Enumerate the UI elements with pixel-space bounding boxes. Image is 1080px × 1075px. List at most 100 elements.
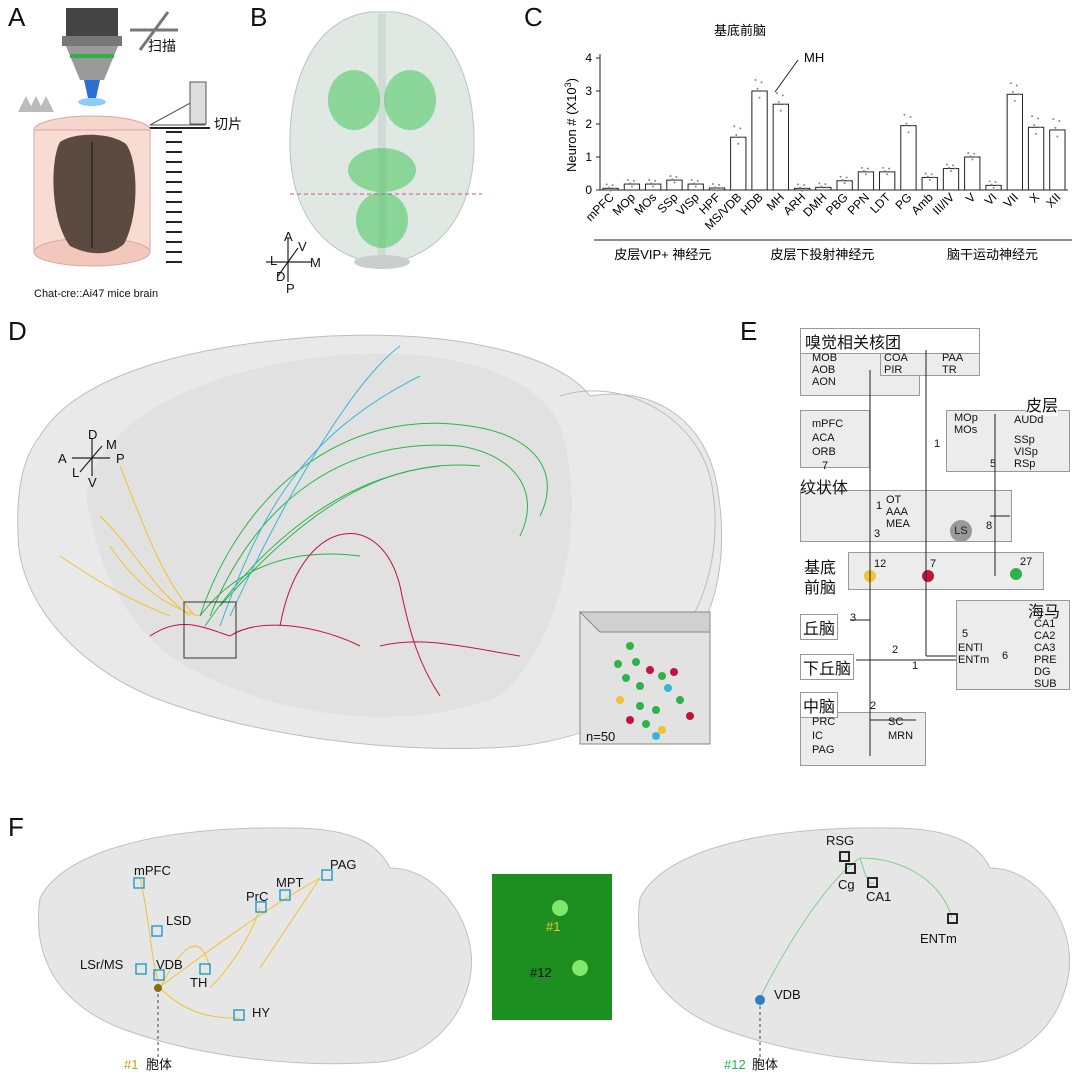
bar-point <box>648 179 651 182</box>
axis-d-d: D <box>88 427 98 442</box>
bar-point <box>886 173 889 176</box>
bar-point <box>818 182 821 185</box>
ls-node: LS <box>950 520 972 542</box>
striatum-title: 纹状体 <box>800 480 849 497</box>
bar-point <box>868 170 871 173</box>
x-tick-label: PPN <box>845 190 872 217</box>
bar-point <box>762 90 765 92</box>
hip-ent1: ENTm <box>958 654 990 666</box>
bar <box>964 156 981 191</box>
bar-point <box>950 169 952 172</box>
f-right-num: #12 <box>724 1057 746 1072</box>
axis-a-label: A <box>284 229 293 244</box>
bar-point <box>632 179 635 182</box>
hippo-box <box>956 600 1070 690</box>
bar-point <box>822 188 825 191</box>
bar-point <box>777 101 780 103</box>
bar-point <box>882 166 885 169</box>
bar-point <box>932 176 935 179</box>
panel-label-e: E <box>740 316 758 346</box>
bar-point <box>754 79 757 81</box>
bar-point <box>839 175 842 178</box>
ctx-l2: ORB <box>812 446 836 458</box>
bar-point <box>969 155 972 158</box>
hippo-title: 海马 <box>1028 604 1061 621</box>
bar-point <box>733 125 736 128</box>
bar-point <box>860 166 863 169</box>
bar-point <box>926 175 929 178</box>
bar-point <box>911 124 914 127</box>
f-left-3: VDB <box>156 957 183 972</box>
group-label: 皮层下投射神经元 <box>770 247 874 262</box>
axis-d-l: L <box>72 465 80 480</box>
bar-point <box>994 181 997 184</box>
bar-point <box>973 152 976 155</box>
bar-point <box>712 183 714 186</box>
x-tick-label: PBG <box>823 190 851 218</box>
bar-point <box>862 170 865 173</box>
bar-point <box>690 179 693 182</box>
f-left-6: PrC <box>246 889 269 904</box>
bar-point <box>607 186 610 189</box>
hip-3: PRE <box>1034 654 1057 666</box>
x-tick-label: LDT <box>867 190 893 216</box>
x-tick-label: V <box>963 190 979 206</box>
bar-point <box>1037 117 1040 120</box>
bar-point <box>741 136 744 139</box>
bar-point <box>630 185 633 188</box>
bar-point <box>1056 135 1059 138</box>
midbrain-box <box>800 712 926 766</box>
olf-l2: AON <box>812 376 836 388</box>
group-label: 脑干运动神经元 <box>947 247 1038 262</box>
bar <box>1027 126 1045 191</box>
bar-point <box>890 170 893 173</box>
bar-point <box>654 179 657 182</box>
bar-point <box>677 179 680 182</box>
olfactory-title: 嗅觉相关核团 <box>800 328 980 354</box>
bar-point <box>609 189 612 192</box>
bar-point <box>1039 126 1042 129</box>
bar-point <box>803 184 806 187</box>
hip-0: CA1 <box>1034 618 1056 630</box>
bar-point <box>930 173 933 176</box>
bar-point <box>1013 99 1016 102</box>
ctx-m0: MOp <box>954 412 978 424</box>
bar-point <box>626 179 629 182</box>
y-tick-label: 1 <box>585 150 592 164</box>
bar-point <box>1035 132 1038 135</box>
mid-l1: IC <box>812 730 823 742</box>
bar-point <box>801 189 804 192</box>
bar <box>879 171 896 191</box>
bar-point <box>611 184 614 187</box>
axis-d-m: M <box>106 437 117 452</box>
bar <box>751 90 768 191</box>
x-tick-label: VII <box>1001 190 1021 210</box>
bar-point <box>756 87 759 90</box>
bar-point <box>805 187 808 190</box>
bar-point <box>990 183 993 186</box>
str-n2: 3 <box>874 528 881 540</box>
f-left-5: HY <box>252 1005 271 1020</box>
inset-count: n=50 <box>586 729 616 744</box>
bar-point <box>737 142 740 145</box>
y-tick-label: 4 <box>585 51 592 65</box>
bar-point <box>866 167 869 170</box>
bar-point <box>843 182 846 185</box>
f-mid-1: #12 <box>530 965 552 980</box>
x-tick-label: Amb <box>908 190 936 218</box>
cortex-left-box <box>800 410 870 468</box>
chart-ylabel: Neuron # (X103) <box>563 78 579 172</box>
bar-point <box>924 172 927 175</box>
hip-2: CA3 <box>1034 642 1056 654</box>
x-tick-label: X <box>1027 190 1043 206</box>
axis-d-a: A <box>58 451 67 466</box>
bar-point <box>720 187 722 190</box>
hip-4: DG <box>1034 666 1051 678</box>
bar-point <box>996 184 999 187</box>
bar-point <box>1033 124 1036 127</box>
axis-d-p: P <box>116 451 125 466</box>
bar <box>900 125 917 191</box>
panel-label-f: F <box>8 812 24 842</box>
y-tick-label: 0 <box>585 183 592 197</box>
group-label: 皮层VIP+ 神经元 <box>614 247 711 262</box>
